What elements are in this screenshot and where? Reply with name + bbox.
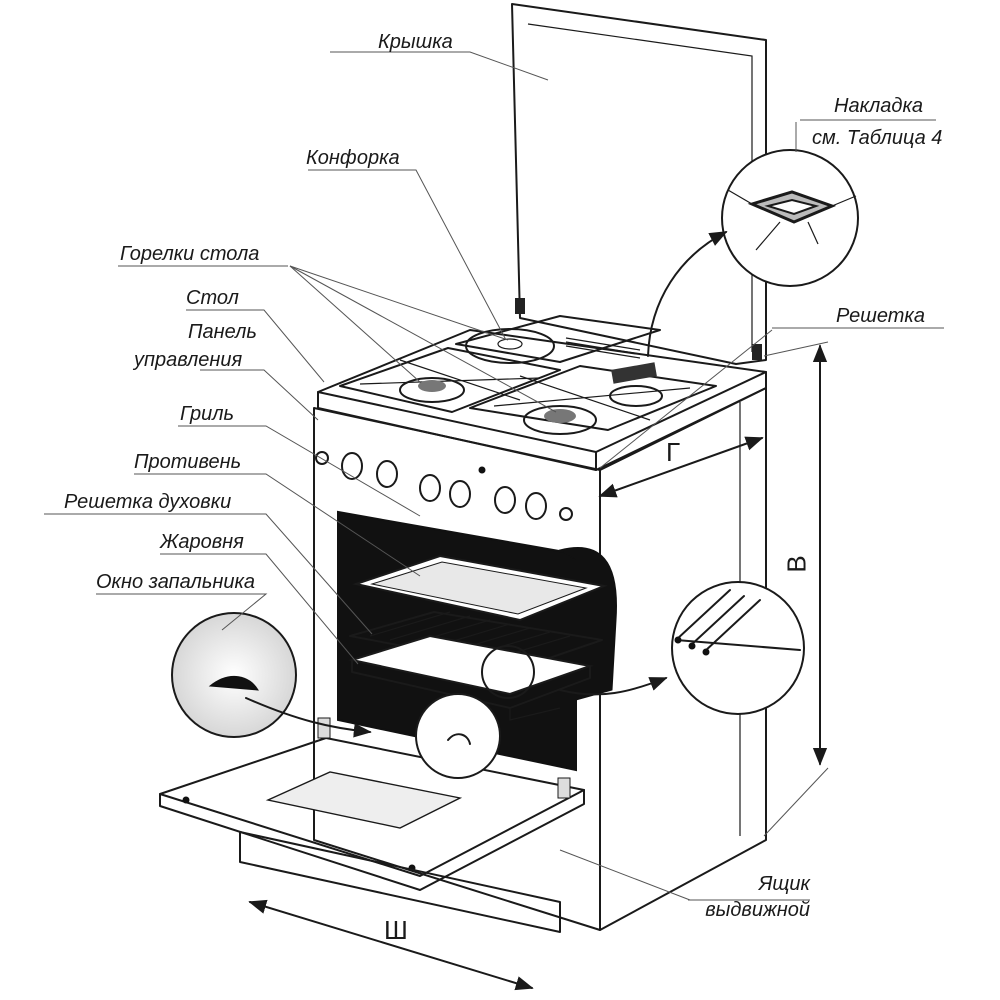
burners	[399, 328, 663, 435]
door-magnifier	[415, 645, 535, 779]
baking-tray	[352, 554, 608, 622]
label-table: Стол	[186, 287, 239, 309]
label-drawer-2: выдвижной	[705, 899, 810, 921]
roasting-pan	[348, 634, 594, 721]
label-grate: Решетка	[836, 305, 925, 327]
label-overlay: Накладка	[834, 95, 924, 117]
leader-lines	[44, 51, 944, 901]
ignition-window-detail	[171, 612, 372, 738]
label-oven-rack: Решетка духовки	[64, 491, 232, 513]
dimension-height: В	[781, 555, 812, 573]
oven-door	[159, 717, 585, 891]
dimension-width: Ш	[384, 915, 408, 945]
label-lid: Крышка	[378, 31, 453, 53]
overlay-detail	[647, 149, 859, 357]
lid	[511, 3, 767, 365]
dimension-depth: Г	[666, 437, 681, 467]
control-knobs	[315, 451, 573, 521]
label-control-panel-2: управления	[134, 349, 243, 371]
label-burner-cap: Конфорка	[306, 147, 400, 169]
label-ignition-window: Окно запальника	[96, 571, 256, 593]
label-control-panel-1: Панель	[188, 321, 257, 343]
dimension-lines	[248, 341, 829, 991]
label-table-burners: Горелки стола	[120, 243, 260, 265]
rack-detail	[559, 581, 805, 715]
label-baking-tray: Противень	[134, 451, 242, 473]
label-overlay-ref: см. Таблица 4	[812, 127, 943, 149]
label-roasting-pan: Жаровня	[160, 531, 244, 553]
label-drawer-1: Ящик	[758, 873, 810, 895]
drawer	[239, 831, 561, 933]
label-grill: Гриль	[180, 403, 235, 425]
